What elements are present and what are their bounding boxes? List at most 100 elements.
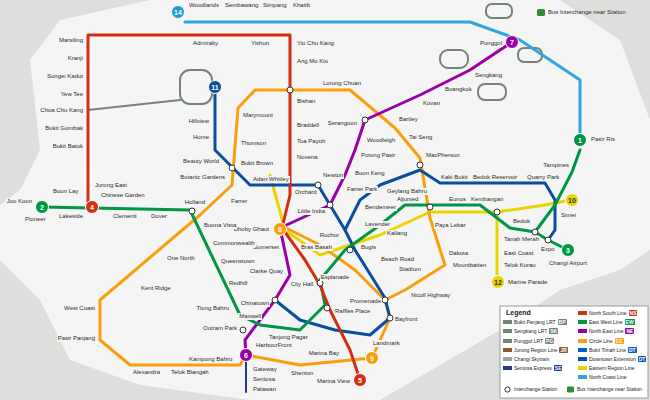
legend-entry: Bukit Panjang LRT bbox=[503, 319, 556, 325]
station-name: Yew Tee bbox=[60, 91, 84, 98]
legend-entry: Changi Skytrain bbox=[503, 356, 549, 362]
station-name: Telok Kurau bbox=[503, 262, 537, 269]
station-name: Marina Bay bbox=[308, 350, 340, 357]
station-name: Lorong Chuan bbox=[322, 80, 362, 87]
station-name: Farrer Park bbox=[346, 186, 378, 193]
legend-text: North East Line bbox=[589, 328, 623, 334]
legend-swatch bbox=[578, 311, 587, 315]
station-name: Toa Payoh bbox=[296, 138, 326, 145]
station-name: Dakota bbox=[448, 250, 469, 257]
callout-number: 10 bbox=[565, 193, 579, 207]
north-east-line bbox=[245, 42, 512, 355]
legend-text: Jurong Region Line bbox=[514, 347, 557, 353]
lrt-loop bbox=[486, 4, 512, 18]
legend-entry: Eastern Region Line bbox=[578, 365, 634, 371]
station-name: Admiralty bbox=[192, 40, 219, 47]
station-name: Kallang bbox=[386, 230, 408, 237]
station-name: Braddell bbox=[296, 122, 320, 129]
station-name: Bishan bbox=[296, 98, 316, 105]
legend-entry: Bus Interchange near Station bbox=[566, 386, 642, 392]
station-name: Quarry Park bbox=[526, 174, 560, 181]
legend-entry: Sengkang LRT bbox=[503, 328, 547, 334]
legend-text: Downtown Extension bbox=[589, 356, 636, 362]
sentosa-express-line bbox=[245, 362, 247, 392]
interchange-symbol bbox=[505, 386, 510, 391]
line-code: PG bbox=[545, 338, 554, 344]
interchange-symbol bbox=[240, 327, 246, 333]
station-name: Dhoby Ghaut bbox=[233, 226, 270, 233]
legend-swatch bbox=[503, 366, 512, 370]
station-name: Shenton bbox=[290, 370, 314, 377]
interchange-symbol bbox=[387, 315, 393, 321]
legend-text: Bukit Timah Line bbox=[589, 347, 626, 353]
legend-text: Circle Line bbox=[589, 338, 613, 344]
station-name: West Coast bbox=[63, 305, 96, 312]
legend-swatch bbox=[578, 320, 587, 324]
station-name: Sungei Kadut bbox=[46, 73, 84, 80]
lrt-loop bbox=[440, 50, 468, 68]
legend-entry: Interchange Station bbox=[503, 386, 557, 392]
station-name: Bedok bbox=[512, 218, 531, 225]
station-name: Yio Chu Kang bbox=[296, 40, 335, 47]
station-name: Little India bbox=[297, 208, 326, 215]
station-name: MacPherson bbox=[425, 152, 461, 159]
station-name: Landmark bbox=[372, 340, 401, 347]
line-code: SK bbox=[549, 328, 558, 334]
station-name: Jurong East bbox=[94, 182, 128, 189]
station-name: Dover bbox=[150, 213, 168, 220]
station-name: Marymount bbox=[242, 112, 274, 119]
station-name: Pasir Panjang bbox=[57, 335, 96, 342]
callout-number: 3 bbox=[561, 243, 575, 257]
legend-text: North South Line bbox=[589, 310, 627, 316]
interchange-symbol bbox=[347, 247, 353, 253]
station-name: Bayfront bbox=[394, 316, 418, 323]
station-name: Simei bbox=[560, 212, 577, 219]
line-code: CC bbox=[615, 338, 624, 344]
station-name: Khatib bbox=[292, 2, 311, 9]
station-name: Beauty World bbox=[182, 158, 220, 165]
station-name: Simpang bbox=[262, 2, 288, 9]
station-name: Tiong Bahru bbox=[196, 305, 230, 312]
station-name: Bedok Reservoir bbox=[472, 174, 518, 181]
station-name: Buona Vista bbox=[203, 222, 237, 229]
station-name: Kranji bbox=[67, 55, 84, 62]
station-name: Marine Parade bbox=[507, 279, 548, 286]
station-name: Bukit Batok bbox=[52, 143, 84, 150]
interchange-symbol bbox=[327, 202, 333, 208]
station-name: Pioneer bbox=[24, 216, 47, 223]
legend-swatch bbox=[578, 348, 587, 352]
station-name: Aljunied bbox=[396, 196, 419, 203]
interchange-symbol bbox=[272, 297, 278, 303]
east-west-line bbox=[42, 150, 580, 330]
station-name: Bugis bbox=[360, 244, 377, 251]
callout-number: 7 bbox=[505, 35, 519, 49]
station-name: Nicoll Highway bbox=[410, 292, 451, 299]
station-name: Maxwell bbox=[238, 313, 262, 320]
callout-number: 8 bbox=[273, 222, 287, 236]
station-name: Boon Keng bbox=[354, 170, 386, 177]
lrt-line bbox=[88, 100, 180, 110]
station-name: Changi Airport bbox=[548, 260, 588, 267]
station-name: HarbourFront bbox=[255, 342, 293, 349]
station-name: Kent Ridge bbox=[140, 285, 172, 292]
station-name: Pasir Ris bbox=[590, 136, 616, 143]
station-name: Bendemeer bbox=[364, 204, 397, 211]
legend-entry: North East Line bbox=[578, 328, 623, 334]
legend-swatch bbox=[578, 375, 587, 379]
callout-number: 2 bbox=[35, 200, 49, 214]
callout-number: 4 bbox=[85, 200, 99, 214]
station-name: Commonwealth bbox=[212, 240, 256, 247]
interchange-symbol bbox=[532, 229, 538, 235]
legend-entry: Punggol LRT bbox=[503, 338, 543, 344]
station-name: Thomson bbox=[240, 140, 267, 147]
station-name: Promenade bbox=[349, 298, 382, 305]
interchange-symbol bbox=[494, 209, 500, 215]
interchange-symbol bbox=[362, 117, 368, 123]
callout-number: 14 bbox=[171, 5, 185, 19]
station-name: Kaki Bukit bbox=[440, 174, 469, 181]
legend-entry: Circle Line bbox=[578, 338, 613, 344]
station-name: Clarke Quay bbox=[249, 268, 284, 275]
station-name: Holland bbox=[184, 199, 206, 206]
legend-text: North Coast Line bbox=[589, 374, 627, 380]
